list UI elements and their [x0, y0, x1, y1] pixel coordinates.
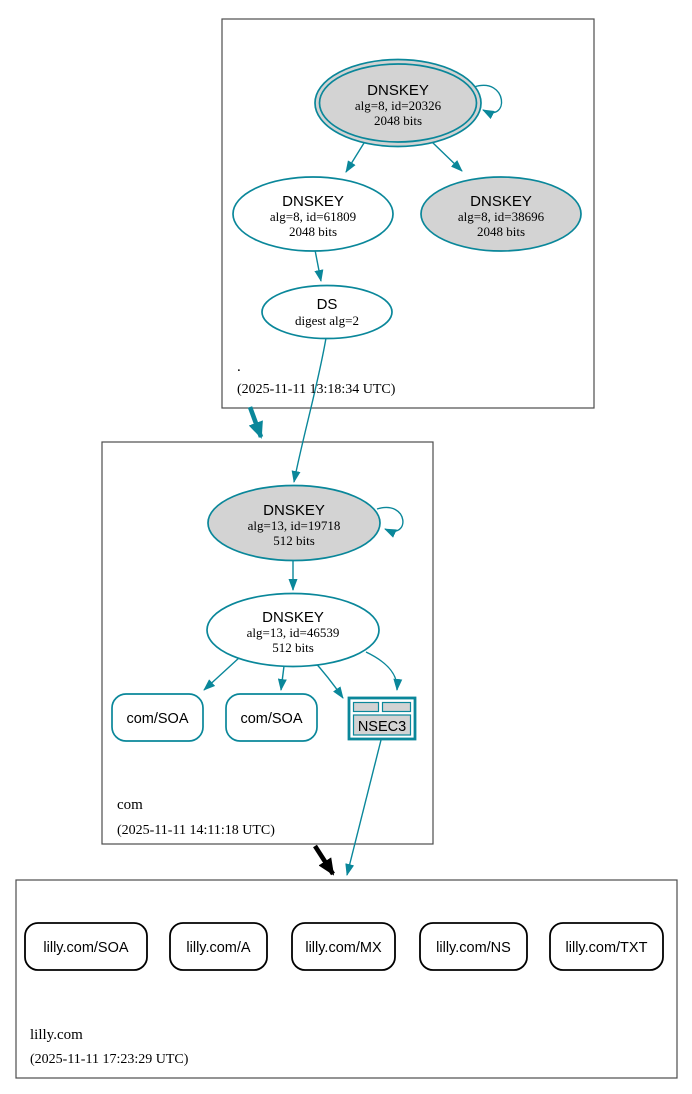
- edge-nsec3-to-lilly-com: [345, 739, 382, 876]
- node-label: NSEC3: [358, 719, 406, 735]
- edge-com-zsk-to-soa2: [277, 665, 287, 691]
- node-com-dnskey-ksk: DNSKEY alg=13, id=19718 512 bits: [207, 484, 381, 562]
- node-root-dnskey-38696: DNSKEY alg=8, id=38696 2048 bits: [420, 176, 582, 252]
- zone-timestamp-root: (2025-11-11 13:18:34 UTC): [237, 382, 396, 397]
- node-label: lilly.com/SOA: [43, 940, 128, 956]
- node-size: 2048 bits: [477, 224, 525, 239]
- edge-root-ksk-to-zsk: [345, 142, 365, 173]
- zone-box-lilly-com: [15, 879, 678, 1079]
- edge-root-ksk-to-key3: [431, 141, 463, 172]
- node-title: DNSKEY: [282, 193, 344, 210]
- node-lilly-com-mx: lilly.com/MX: [291, 922, 396, 971]
- edge-com-ksk-selfloop: [376, 506, 404, 538]
- node-label: lilly.com/TXT: [566, 940, 648, 956]
- node-size: 2048 bits: [374, 113, 422, 128]
- node-size: 512 bits: [272, 640, 314, 655]
- node-root-ds: DS digest alg=2: [261, 284, 393, 340]
- zone-timestamp-com: (2025-11-11 14:11:18 UTC): [117, 823, 275, 838]
- edge-root-ksk-selfloop: [473, 84, 503, 120]
- edge-com-zsk-to-nsec3-top: [365, 651, 403, 691]
- node-detail: alg=13, id=46539: [247, 625, 340, 640]
- node-label: lilly.com/A: [186, 940, 251, 956]
- node-lilly-com-soa: lilly.com/SOA: [24, 922, 148, 971]
- node-title: DNSKEY: [367, 82, 429, 99]
- node-com-soa-1: com/SOA: [111, 693, 204, 742]
- node-com-nsec3: NSEC3: [347, 696, 417, 741]
- node-title: DS: [317, 296, 338, 313]
- edge-root-zsk-to-ds: [314, 249, 324, 282]
- node-com-dnskey-zsk: DNSKEY alg=13, id=46539 512 bits: [206, 592, 380, 668]
- node-detail: alg=8, id=61809: [270, 209, 356, 224]
- node-lilly-com-ns: lilly.com/NS: [419, 922, 528, 971]
- node-label: com/SOA: [240, 711, 302, 727]
- node-title: DNSKEY: [263, 502, 325, 519]
- zone-timestamp-lilly-com: (2025-11-11 17:23:29 UTC): [30, 1052, 189, 1067]
- node-detail: alg=8, id=38696: [458, 209, 545, 224]
- node-root-dnskey-ksk: DNSKEY alg=8, id=20326 2048 bits: [314, 58, 482, 148]
- edge-ds-to-com-ksk: [291, 337, 327, 483]
- node-title: DNSKEY: [470, 193, 532, 210]
- node-detail: alg=8, id=20326: [355, 98, 442, 113]
- zone-label-root: .: [237, 359, 241, 375]
- node-label: com/SOA: [126, 711, 188, 727]
- node-detail: digest alg=2: [295, 313, 359, 328]
- zone-box-com: [101, 441, 434, 845]
- node-com-soa-2: com/SOA: [225, 693, 318, 742]
- zone-label-com: com: [117, 797, 143, 813]
- node-root-dnskey-zsk: DNSKEY alg=8, id=61809 2048 bits: [232, 176, 394, 252]
- zone-label-lilly-com: lilly.com: [30, 1027, 83, 1043]
- node-lilly-com-txt: lilly.com/TXT: [549, 922, 664, 971]
- node-detail: alg=13, id=19718: [248, 518, 341, 533]
- edge-com-zsk-to-soa1: [203, 656, 241, 691]
- delegation-arrow-root-to-com: [247, 406, 264, 439]
- node-size: 512 bits: [273, 533, 315, 548]
- delegation-arrow-com-to-lilly-com: [313, 844, 335, 876]
- node-label: lilly.com/NS: [436, 940, 511, 956]
- node-title: DNSKEY: [262, 609, 324, 626]
- zone-box-root: [221, 18, 595, 409]
- node-size: 2048 bits: [289, 224, 337, 239]
- node-label: lilly.com/MX: [305, 940, 382, 956]
- node-lilly-com-a: lilly.com/A: [169, 922, 268, 971]
